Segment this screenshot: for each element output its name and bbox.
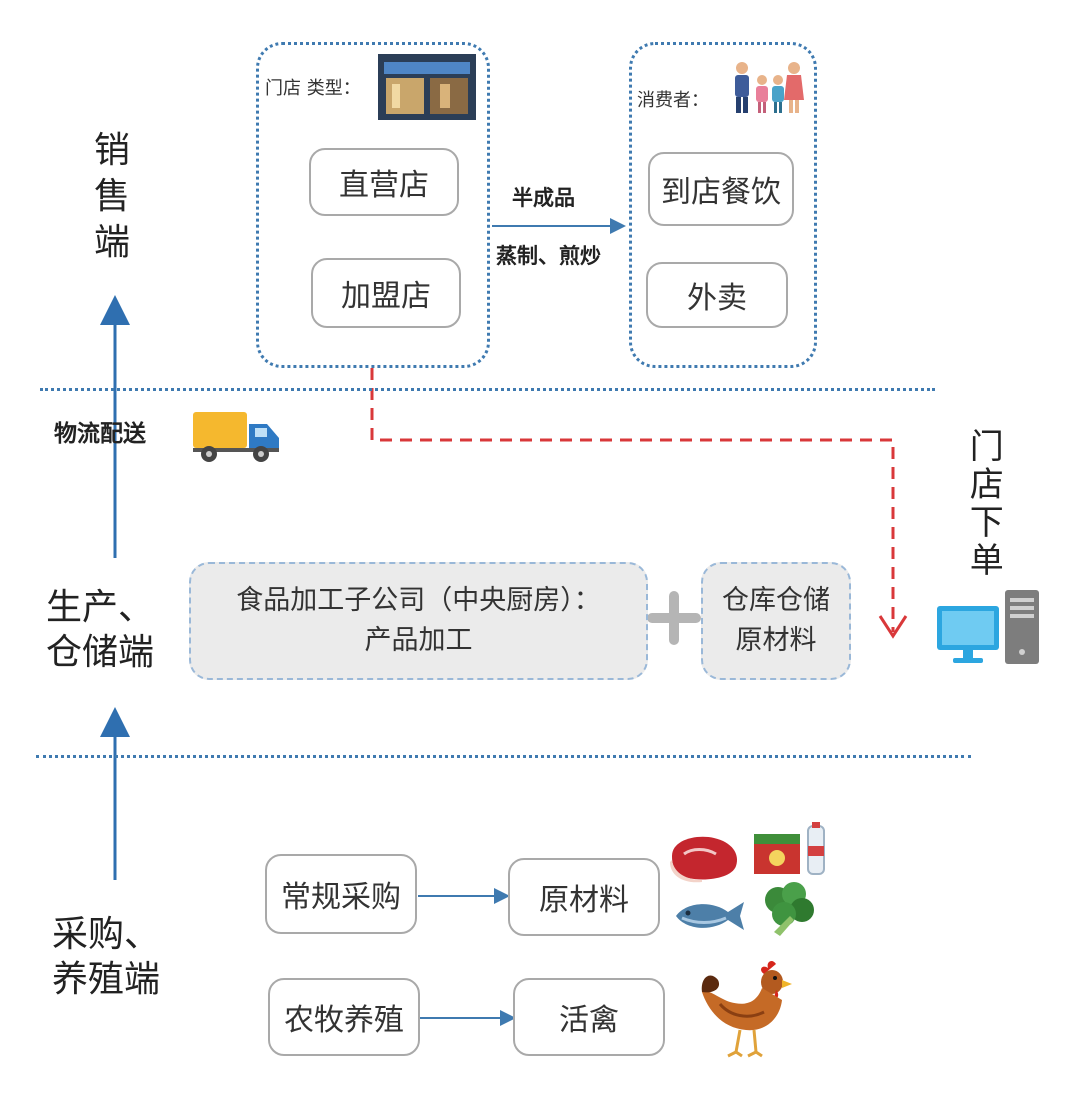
consumer-label: 消费者： (637, 90, 709, 111)
storefront-photo-icon (378, 54, 476, 120)
store-type-franchise[interactable]: 加盟店 (311, 258, 461, 328)
section-label-sales: 销售端 (94, 130, 131, 264)
central-kitchen-title: 食品加工子公司（中央厨房）： (236, 584, 601, 616)
store-order-dashed-line (370, 368, 895, 632)
farming-box[interactable]: 农牧养殖 (268, 978, 420, 1056)
section-label-procurement: 采购、 养殖端 (52, 914, 161, 1000)
warehouse-box[interactable]: 仓库仓储 原材料 (701, 562, 851, 680)
raw-materials-box[interactable]: 原材料 (508, 858, 660, 936)
meat-icon (670, 836, 738, 883)
plus-icon (647, 591, 701, 645)
flow-label-cooking: 蒸制、煎炒 (496, 244, 601, 268)
chicken-icon (701, 961, 792, 1058)
delivery-truck-icon (193, 412, 279, 462)
broccoli-icon (765, 882, 814, 936)
section-label-production: 生产、 仓储端 (46, 587, 155, 673)
fish-icon (676, 902, 744, 930)
live-poultry-box[interactable]: 活禽 (513, 978, 665, 1056)
groceries-icon (754, 822, 825, 875)
consumer-channel-delivery[interactable]: 外卖 (646, 262, 788, 328)
store-order-arrowhead (878, 615, 908, 639)
store-type-direct[interactable]: 直营店 (309, 148, 459, 216)
consumer-channel-dine-in[interactable]: 到店餐饮 (648, 152, 794, 226)
consumer-group (629, 42, 817, 368)
family-icon (735, 62, 804, 113)
central-kitchen-box[interactable]: 食品加工子公司（中央厨房）： 产品加工 (189, 562, 648, 680)
flow-label-semi-finished: 半成品 (512, 186, 575, 210)
store-order-label: 门店下单 (963, 428, 1004, 580)
logistics-label: 物流配送 (54, 421, 146, 447)
central-kitchen-subtitle: 产品加工 (364, 625, 473, 656)
warehouse-subtitle: 原材料 (735, 625, 817, 656)
divider-production-procurement (36, 755, 971, 758)
store-type-label: 门店 类型： (265, 78, 361, 99)
divider-sales-production (40, 388, 935, 391)
warehouse-title: 仓库仓储 (722, 584, 830, 616)
computer-icon (937, 590, 1039, 664)
routine-procurement-box[interactable]: 常规采购 (265, 854, 417, 934)
store-group (256, 42, 490, 368)
